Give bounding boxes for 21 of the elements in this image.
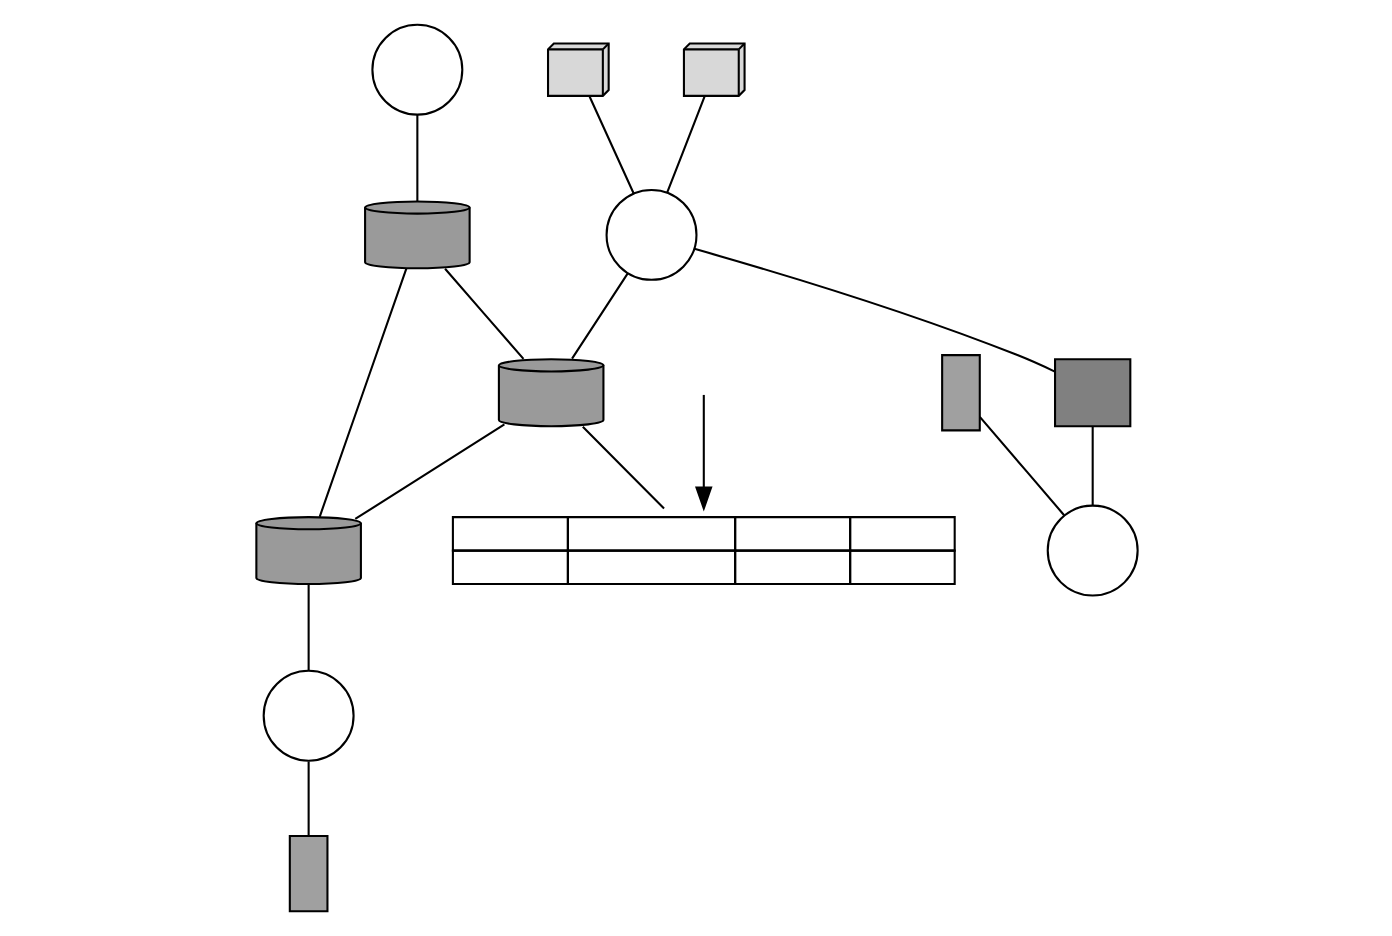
connector <box>570 272 628 360</box>
connector <box>693 247 1055 373</box>
arrow <box>694 394 712 512</box>
connector <box>353 423 504 520</box>
node-server <box>940 354 980 432</box>
node-circle <box>261 669 354 762</box>
connector <box>1090 426 1093 506</box>
connector <box>306 584 309 671</box>
connector <box>317 268 407 518</box>
connector <box>415 114 418 202</box>
node-server <box>287 834 328 913</box>
connector <box>587 95 634 194</box>
node-circle <box>1045 504 1138 597</box>
connector <box>443 268 524 360</box>
connector <box>978 416 1064 516</box>
connector <box>665 95 705 193</box>
node-circle <box>604 188 697 281</box>
node-box <box>1053 358 1131 428</box>
node-circle <box>370 23 463 116</box>
connector <box>581 425 664 510</box>
connector <box>306 761 309 836</box>
